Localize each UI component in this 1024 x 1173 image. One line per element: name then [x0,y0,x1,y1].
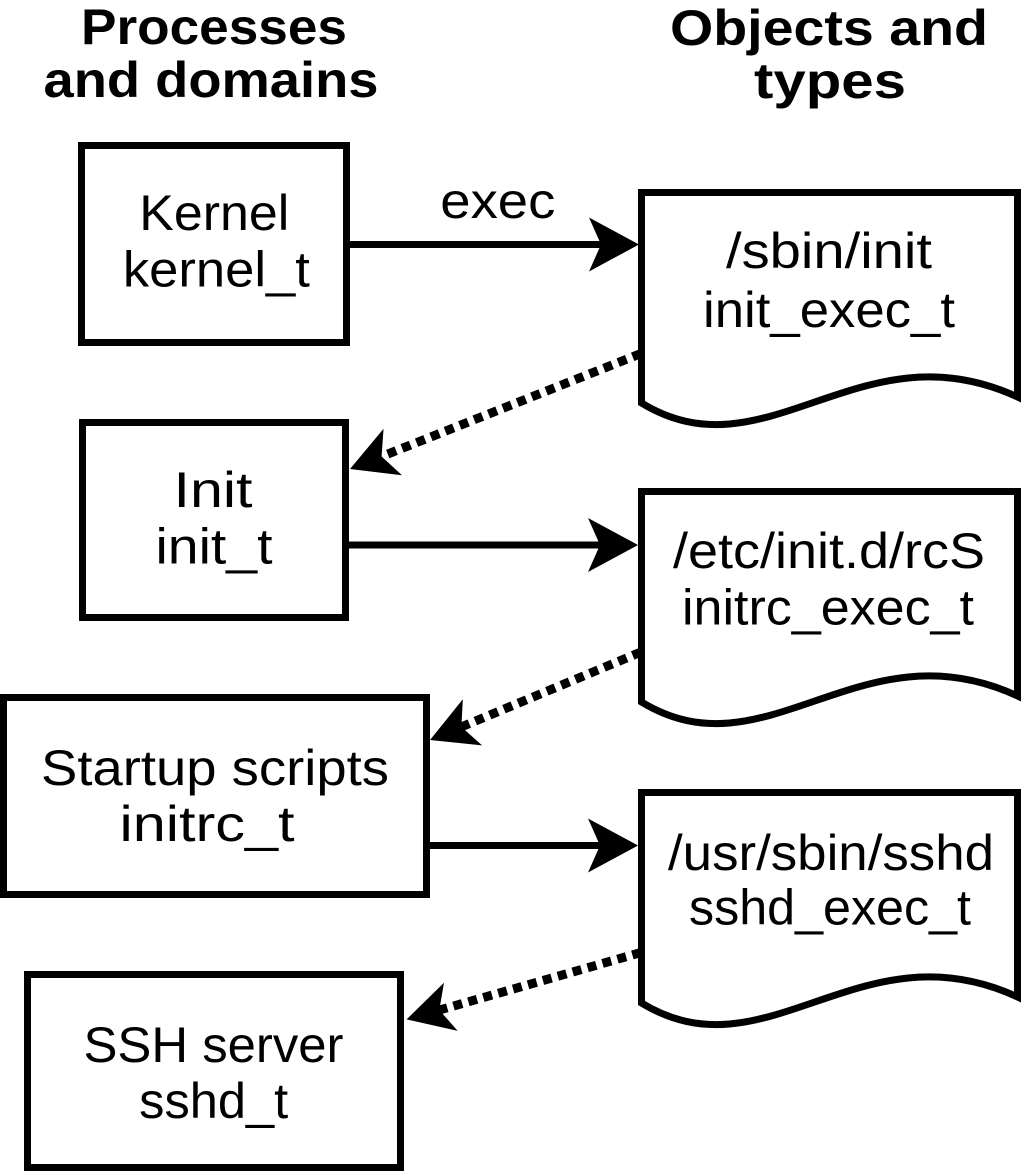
svg-text:kernel_t: kernel_t [123,242,310,298]
svg-text:Init: Init [174,462,253,518]
svg-text:Objects and: Objects and [670,0,988,56]
svg-text:exec: exec [440,173,555,229]
svg-text:init_t: init_t [156,519,273,575]
svg-text:/usr/sbin/sshd: /usr/sbin/sshd [668,825,994,881]
svg-text:/sbin/init: /sbin/init [726,223,932,279]
svg-text:init_exec_t: init_exec_t [703,282,955,338]
svg-text:Processes: Processes [81,0,347,55]
svg-text:types: types [754,53,906,109]
svg-text:sshd_t: sshd_t [139,1073,288,1129]
svg-text:SSH server: SSH server [84,1017,344,1073]
svg-text:sshd_exec_t: sshd_exec_t [689,880,971,936]
svg-text:Kernel: Kernel [139,185,289,241]
svg-text:initrc_exec_t: initrc_exec_t [682,580,974,636]
svg-text:/etc/init.d/rcS: /etc/init.d/rcS [673,523,985,579]
svg-text:initrc_t: initrc_t [120,796,295,852]
svg-text:and domains: and domains [44,52,379,108]
svg-text:Startup scripts: Startup scripts [41,740,389,796]
